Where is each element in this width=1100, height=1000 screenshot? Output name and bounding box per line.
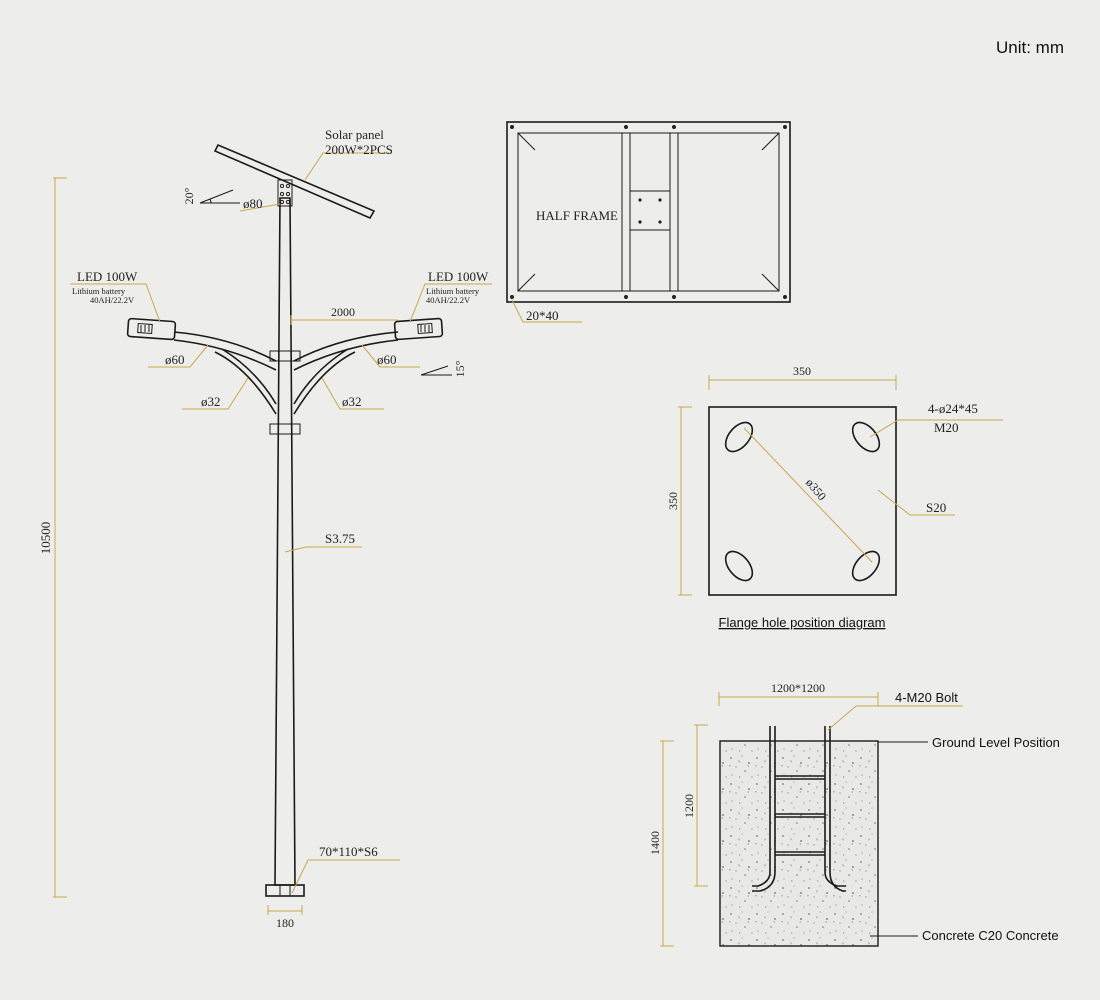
led-left-battery: Lithium battery — [72, 286, 126, 296]
flange-diagonal-label: ø350 — [803, 476, 829, 503]
flange-caption: Flange hole position diagram — [719, 615, 886, 630]
arm-angle-marker: 15° — [420, 360, 467, 377]
brace-right-diameter: ø32 — [342, 394, 362, 409]
led-right-battery-spec: 40AH/22.2V — [426, 295, 471, 305]
lower-clamp — [269, 423, 301, 435]
flange-hole — [851, 421, 881, 453]
flange-width-dimension: 350 — [708, 364, 897, 390]
anchor-bolt-label: 4-M20 Bolt — [895, 690, 958, 705]
left-led-lamp — [126, 317, 177, 341]
flange-height-label: 350 — [666, 492, 680, 510]
pole-height-dimension: 10500 — [38, 177, 67, 898]
top-diameter-label: ø80 — [243, 196, 263, 211]
base-spec-label: 70*110*S6 — [319, 844, 378, 859]
unit-label: Unit: mm — [996, 38, 1064, 57]
foundation-size-dimension: 1200*1200 — [718, 681, 879, 706]
pole-elevation: 10500 180 70*110*S6 S3.75 Solar panel 20… — [38, 127, 492, 930]
solar-panel-title: Solar panel — [325, 127, 384, 142]
pole-height-label: 10500 — [38, 522, 53, 555]
anchor-bolt-cage — [752, 726, 846, 892]
flange-hole — [724, 550, 754, 582]
foundation-diagram: 1200*1200 1400 1200 — [648, 681, 1060, 947]
upper-clamp — [269, 350, 301, 362]
ground-level-label: Ground Level Position — [932, 735, 1060, 750]
base-width-label: 180 — [276, 916, 294, 930]
flange-diagram: 350 350 ø350 4-ø24*45 M20 S20 Flange hol… — [666, 364, 1003, 630]
arm-left-diameter: ø60 — [165, 352, 185, 367]
frame-spec-label: 20*40 — [526, 308, 559, 323]
base-width-dimension: 180 — [267, 905, 303, 930]
solar-panel-spec: 200W*2PCS — [325, 142, 393, 157]
panel-bracket — [277, 179, 293, 207]
led-right-battery: Lithium battery — [426, 286, 480, 296]
foundation-inner-depth-label: 1200 — [682, 794, 696, 818]
flange-height-dimension: 350 — [666, 406, 692, 596]
pole-thickness-label: S3.75 — [325, 531, 355, 546]
foundation-total-depth-dimension: 1400 — [648, 740, 674, 947]
left-brace — [214, 351, 277, 415]
left-arm — [173, 331, 277, 362]
flange-holes-label: 4-ø24*45 — [928, 401, 978, 416]
panel-angle-label: 20° — [182, 187, 196, 204]
led-left-battery-spec: 40AH/22.2V — [90, 295, 135, 305]
brace-left-diameter: ø32 — [201, 394, 221, 409]
panel-angle-marker: 20° — [182, 187, 240, 204]
frame-center-plate — [629, 190, 671, 231]
right-arm — [293, 331, 399, 362]
solar-panel — [213, 143, 376, 220]
led-left-title: LED 100W — [77, 269, 138, 284]
concrete-label: Concrete C20 Concrete — [922, 928, 1059, 943]
foundation-inner-depth-dimension: 1200 — [682, 724, 708, 887]
half-frame-diagram: HALF FRAME 20*40 — [506, 121, 791, 323]
arm-angle-label: 15° — [453, 360, 467, 377]
flange-bolt-label: M20 — [934, 420, 959, 435]
base-plate — [265, 884, 305, 897]
half-frame-label: HALF FRAME — [536, 208, 618, 223]
flange-hole — [851, 550, 881, 582]
flange-width-label: 350 — [793, 364, 811, 378]
arm-span-dimension: 2000 — [290, 305, 398, 325]
flange-plate — [708, 406, 897, 596]
right-led-lamp — [393, 317, 444, 341]
led-right-title: LED 100W — [428, 269, 489, 284]
right-brace — [293, 351, 356, 415]
arm-span-label: 2000 — [331, 305, 355, 319]
flange-thickness-label: S20 — [926, 500, 946, 515]
foundation-total-depth-label: 1400 — [648, 831, 662, 855]
flange-hole — [724, 421, 754, 453]
frame-outer — [506, 121, 791, 303]
pole-shaft — [274, 197, 296, 886]
arm-right-diameter: ø60 — [377, 352, 397, 367]
foundation-size-label: 1200*1200 — [771, 681, 825, 695]
